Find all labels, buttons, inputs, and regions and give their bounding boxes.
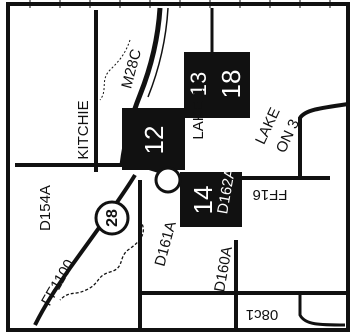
label-d154a: D154A [37, 185, 54, 231]
route-shield-number: 28 [104, 209, 121, 227]
creek [59, 219, 144, 301]
label-m28c: M28C [118, 47, 145, 90]
creek-branch [99, 39, 131, 101]
road-m28c-edge [147, 7, 169, 98]
map-frame [6, 2, 350, 332]
label-kitchie: KITCHIE [75, 100, 92, 159]
label-d161a: D161A [152, 219, 180, 268]
road-lake-on-3 [298, 102, 349, 178]
route-shield-28: 28 [94, 200, 130, 236]
label-bottom-partial: 08c1 [246, 306, 279, 323]
road-ff1100 [33, 173, 137, 326]
top-edge-ticks [29, 0, 331, 8]
intersection-circle [154, 166, 182, 194]
section-14-label: 14 [188, 186, 218, 215]
label-ff1100: FF1100 [38, 257, 78, 309]
section-13-block [184, 52, 212, 118]
road-bottom-right-curve [298, 293, 346, 327]
label-lake-13: LAKE 13 [190, 80, 207, 139]
section-18-block [212, 52, 250, 118]
label-d160a: D160A [211, 245, 236, 293]
section-12-label: 12 [139, 126, 169, 155]
section-14-block [180, 172, 242, 227]
section-12-block [122, 108, 185, 170]
section-13-label: 13 [186, 72, 211, 96]
section-18-label: 18 [216, 70, 246, 99]
label-ff16: FF16 [252, 186, 287, 203]
